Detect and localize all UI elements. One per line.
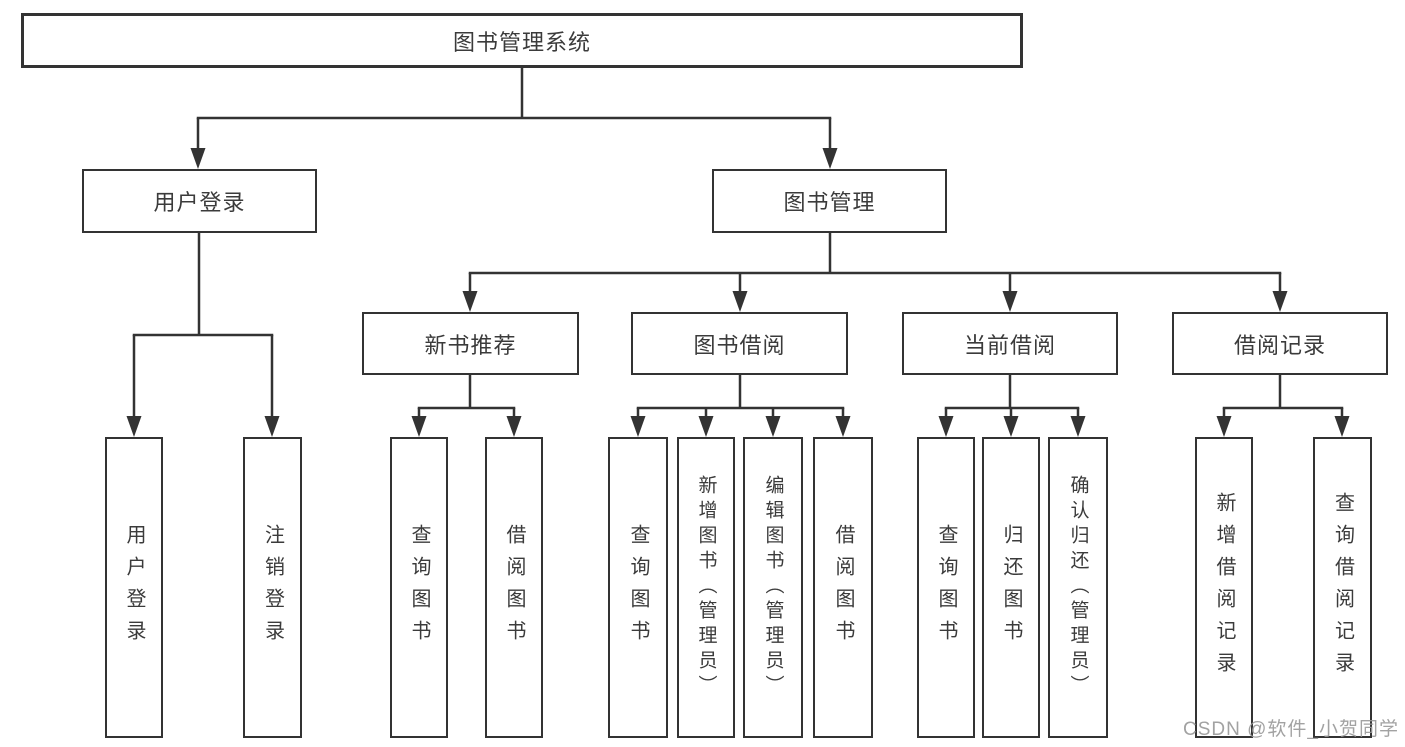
csdn-watermark: CSDN @软件_小贺同学 <box>1183 719 1399 740</box>
leaf-logout: 注销登录 <box>243 437 302 738</box>
node-user-login: 用户登录 <box>82 169 317 233</box>
leaf-user-login: 用户登录 <box>105 437 163 738</box>
leaf-add-book-admin: 新增图书（管理员） <box>677 437 735 738</box>
leaf-borrow-books-borrowing: 借阅图书 <box>813 437 873 738</box>
leaf-return-books: 归还图书 <box>982 437 1040 738</box>
leaf-query-books-borrowing: 查询图书 <box>608 437 668 738</box>
leaf-query-books-current: 查询图书 <box>917 437 975 738</box>
leaf-add-borrow-record: 新增借阅记录 <box>1195 437 1253 738</box>
leaf-confirm-return-admin: 确认归还（管理员） <box>1048 437 1108 738</box>
leaf-edit-book-admin: 编辑图书（管理员） <box>743 437 803 738</box>
leaf-query-books-recommend: 查询图书 <box>390 437 448 738</box>
node-library-management-system: 图书管理系统 <box>21 13 1023 68</box>
node-borrow-records: 借阅记录 <box>1172 312 1388 375</box>
node-book-management: 图书管理 <box>712 169 947 233</box>
node-current-borrowing: 当前借阅 <box>902 312 1118 375</box>
node-new-book-recommend: 新书推荐 <box>362 312 579 375</box>
leaf-query-borrow-record: 查询借阅记录 <box>1313 437 1372 738</box>
leaf-borrow-books-recommend: 借阅图书 <box>485 437 543 738</box>
node-book-borrowing: 图书借阅 <box>631 312 848 375</box>
